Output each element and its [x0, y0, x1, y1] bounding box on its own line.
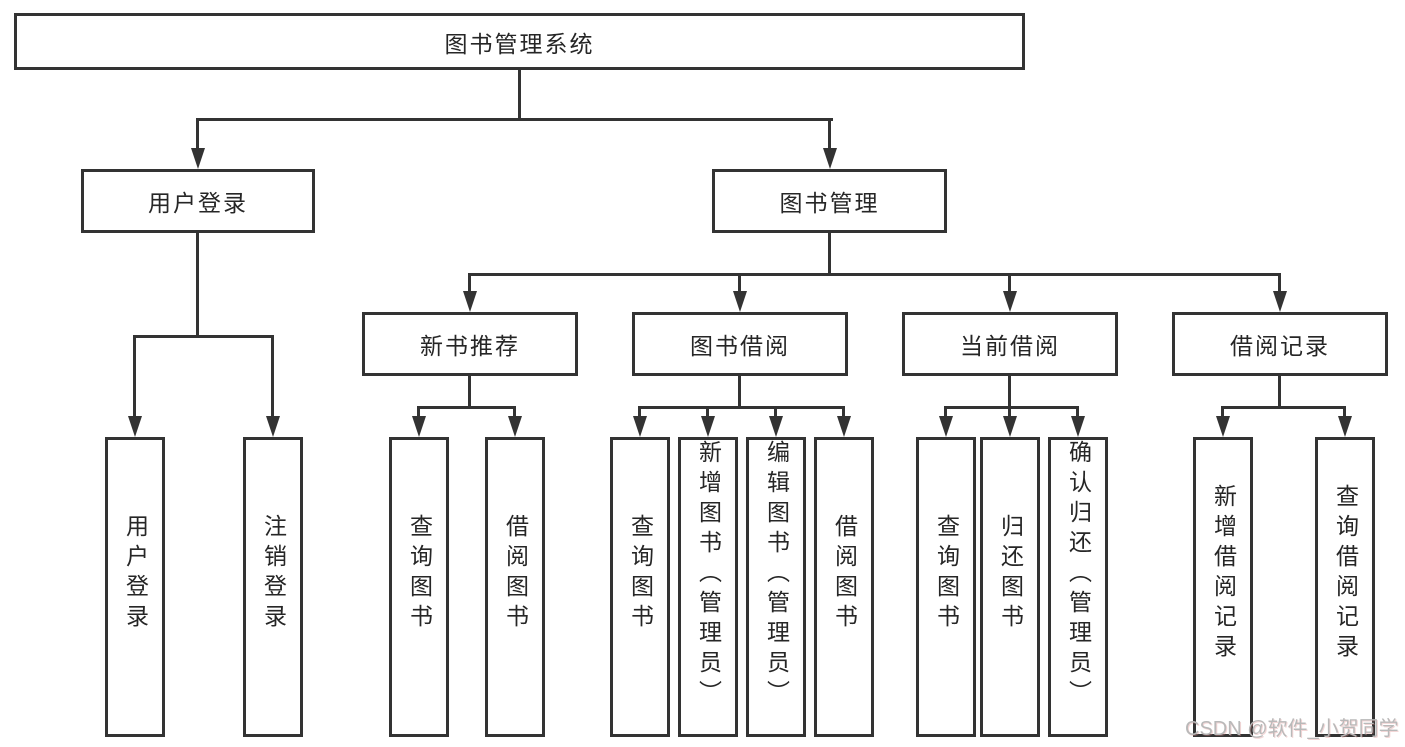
arrowhead-down-icon — [191, 148, 205, 169]
arrowhead-down-icon — [633, 416, 647, 437]
arrowhead-down-icon — [1216, 416, 1230, 437]
arrowhead-down-icon — [1338, 416, 1352, 437]
node-book-borrow: 图书借阅 — [632, 312, 848, 376]
connector-drop — [1008, 406, 1011, 417]
connector-drop — [513, 406, 516, 417]
arrowhead-down-icon — [939, 416, 953, 437]
arrowhead-down-icon — [508, 416, 522, 437]
leaf-user-login-label: 用户登录 — [122, 514, 149, 634]
node-book-management: 图书管理 — [712, 169, 947, 233]
connector-level3-split — [468, 273, 1281, 276]
connector-user-login-stem — [196, 233, 199, 335]
connector-drop — [417, 406, 420, 417]
leaf-query-borrow-record-label: 查询借阅记录 — [1332, 484, 1359, 664]
leaf-edit-books-admin: 编辑图书（管理员） — [746, 437, 806, 737]
leaf-add-borrow-record: 新增借阅记录 — [1193, 437, 1253, 737]
leaf-return-books: 归还图书 — [980, 437, 1040, 737]
connector-new-book-stem — [468, 376, 471, 406]
connector-borrow-records-stem — [1278, 376, 1281, 406]
leaf-borrow-books-recommend-label: 借阅图书 — [502, 514, 529, 634]
connector-drop-book-management — [828, 118, 831, 150]
arrowhead-down-icon — [1003, 291, 1017, 312]
connector-drop-leaf-user-login — [133, 335, 136, 417]
connector-new-book-split — [417, 406, 516, 409]
arrowhead-down-icon — [823, 148, 837, 169]
connector-drop-user-login — [196, 118, 199, 150]
leaf-query-books-recommend-label: 查询图书 — [406, 514, 433, 634]
arrowhead-down-icon — [733, 291, 747, 312]
leaf-add-books-admin-label: 新增图书（管理员） — [695, 440, 722, 710]
connector-root-stem — [518, 68, 521, 120]
leaf-return-books-label: 归还图书 — [997, 514, 1024, 634]
leaf-query-borrow-record: 查询借阅记录 — [1315, 437, 1375, 737]
node-current-borrow-label: 当前借阅 — [960, 333, 1060, 359]
connector-drop — [706, 406, 709, 417]
arrowhead-down-icon — [128, 416, 142, 437]
connector-drop-current-borrow — [1008, 273, 1011, 292]
leaf-query-books-current: 查询图书 — [916, 437, 976, 737]
leaf-add-books-admin: 新增图书（管理员） — [678, 437, 738, 737]
csdn-watermark: CSDN @软件_小贺同学 — [1185, 718, 1399, 740]
leaf-edit-books-admin-label: 编辑图书（管理员） — [763, 440, 790, 710]
node-borrow-records-label: 借阅记录 — [1230, 333, 1330, 359]
node-new-book-recommend: 新书推荐 — [362, 312, 578, 376]
leaf-logout-login: 注销登录 — [243, 437, 303, 737]
node-user-login: 用户登录 — [81, 169, 315, 233]
node-book-management-label: 图书管理 — [779, 190, 880, 216]
connector-book-management-stem — [828, 233, 831, 273]
leaf-user-login: 用户登录 — [105, 437, 165, 737]
leaf-confirm-return-admin: 确认归还（管理员） — [1048, 437, 1108, 737]
leaf-borrow-books-recommend: 借阅图书 — [485, 437, 545, 737]
node-root: 图书管理系统 — [14, 13, 1025, 70]
node-borrow-records: 借阅记录 — [1172, 312, 1388, 376]
leaf-borrow-books: 借阅图书 — [814, 437, 874, 737]
arrowhead-down-icon — [1003, 416, 1017, 437]
connector-drop — [774, 406, 777, 417]
arrowhead-down-icon — [837, 416, 851, 437]
node-user-login-label: 用户登录 — [148, 190, 248, 216]
leaf-query-books-current-label: 查询图书 — [933, 514, 960, 634]
connector-drop — [842, 406, 845, 417]
connector-borrow-records-split — [1221, 406, 1346, 409]
leaf-confirm-return-admin-label: 确认归还（管理员） — [1065, 440, 1092, 710]
connector-drop — [1343, 406, 1346, 417]
connector-drop-new-book — [468, 273, 471, 292]
connector-drop-book-borrow — [738, 273, 741, 292]
connector-drop-borrow-records — [1278, 273, 1281, 292]
node-book-borrow-label: 图书借阅 — [690, 333, 790, 359]
leaf-add-borrow-record-label: 新增借阅记录 — [1210, 484, 1237, 664]
connector-drop-leaf-logout — [271, 335, 274, 417]
connector-drop — [638, 406, 641, 417]
arrowhead-down-icon — [769, 416, 783, 437]
leaf-query-books-borrow: 查询图书 — [610, 437, 670, 737]
connector-book-borrow-split — [638, 406, 845, 409]
leaf-borrow-books-label: 借阅图书 — [831, 514, 858, 634]
connector-drop — [944, 406, 947, 417]
connector-drop — [1076, 406, 1079, 417]
connector-level2-split — [196, 118, 833, 121]
leaf-logout-login-label: 注销登录 — [260, 514, 287, 634]
connector-current-borrow-split — [944, 406, 1079, 409]
leaf-query-books-recommend: 查询图书 — [389, 437, 449, 737]
arrowhead-down-icon — [701, 416, 715, 437]
node-new-book-recommend-label: 新书推荐 — [420, 333, 520, 359]
connector-user-login-split — [133, 335, 274, 338]
node-root-label: 图书管理系统 — [444, 30, 595, 57]
arrowhead-down-icon — [412, 416, 426, 437]
arrowhead-down-icon — [266, 416, 280, 437]
arrowhead-down-icon — [1071, 416, 1085, 437]
leaf-query-books-borrow-label: 查询图书 — [627, 514, 654, 634]
arrowhead-down-icon — [1273, 291, 1287, 312]
connector-drop — [1221, 406, 1224, 417]
connector-book-borrow-stem — [738, 376, 741, 406]
connector-current-borrow-stem — [1008, 376, 1011, 406]
arrowhead-down-icon — [463, 291, 477, 312]
node-current-borrow: 当前借阅 — [902, 312, 1118, 376]
